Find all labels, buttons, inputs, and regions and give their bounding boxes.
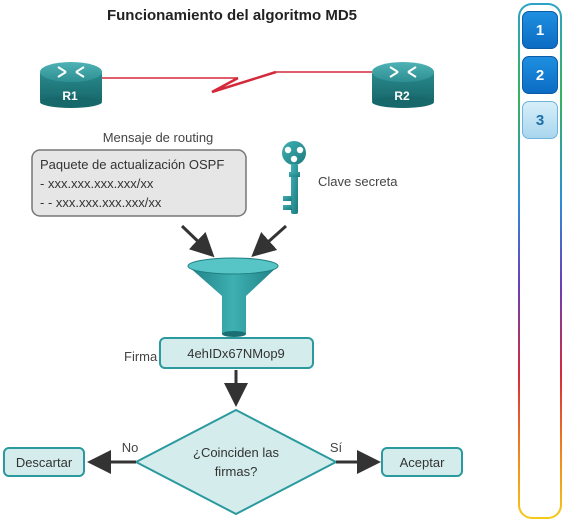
funnel-icon (187, 257, 279, 337)
step-navigator: 1 2 3 (518, 3, 562, 519)
step-2-button[interactable]: 2 (522, 56, 558, 94)
message-label: Mensaje de routing (103, 130, 214, 145)
discard-box (3, 447, 85, 477)
ospf-packet-box: Paquete de actualización OSPF - xxx.xxx.… (31, 149, 247, 217)
signature-box (159, 337, 314, 369)
packet-line-3: - - xxx.xxx.xxx.xxx/xx (40, 195, 162, 210)
router-icon (372, 62, 434, 108)
signature-label: Firma (124, 349, 158, 364)
step-1-button[interactable]: 1 (522, 11, 558, 49)
serial-link (96, 70, 372, 94)
step-3-button[interactable]: 3 (522, 101, 558, 139)
no-label: No (122, 440, 139, 455)
decision-line-1: ¿Coinciden las (193, 445, 279, 460)
arrow-icon (180, 224, 215, 258)
page-title: Funcionamiento del algoritmo MD5 (107, 7, 357, 24)
router-icon (40, 62, 102, 108)
signature-value: 4ehIDx67NMop9 (187, 346, 285, 361)
discard-label: Descartar (16, 455, 73, 470)
packet-line-1: Paquete de actualización OSPF (40, 157, 224, 172)
router-r1-label: R1 (62, 89, 78, 103)
accept-box (381, 447, 463, 477)
decision-diamond: ¿Coinciden las firmas? (133, 408, 339, 516)
accept-label: Aceptar (400, 455, 445, 470)
arrow-icon (251, 224, 287, 257)
key-label: Clave secreta (318, 174, 398, 189)
yes-label: Sí (330, 440, 343, 455)
packet-line-2: - xxx.xxx.xxx.xxx/xx (40, 176, 154, 191)
router-r2-label: R2 (394, 89, 410, 103)
decision-line-2: firmas? (215, 464, 258, 479)
key-icon (282, 141, 306, 214)
